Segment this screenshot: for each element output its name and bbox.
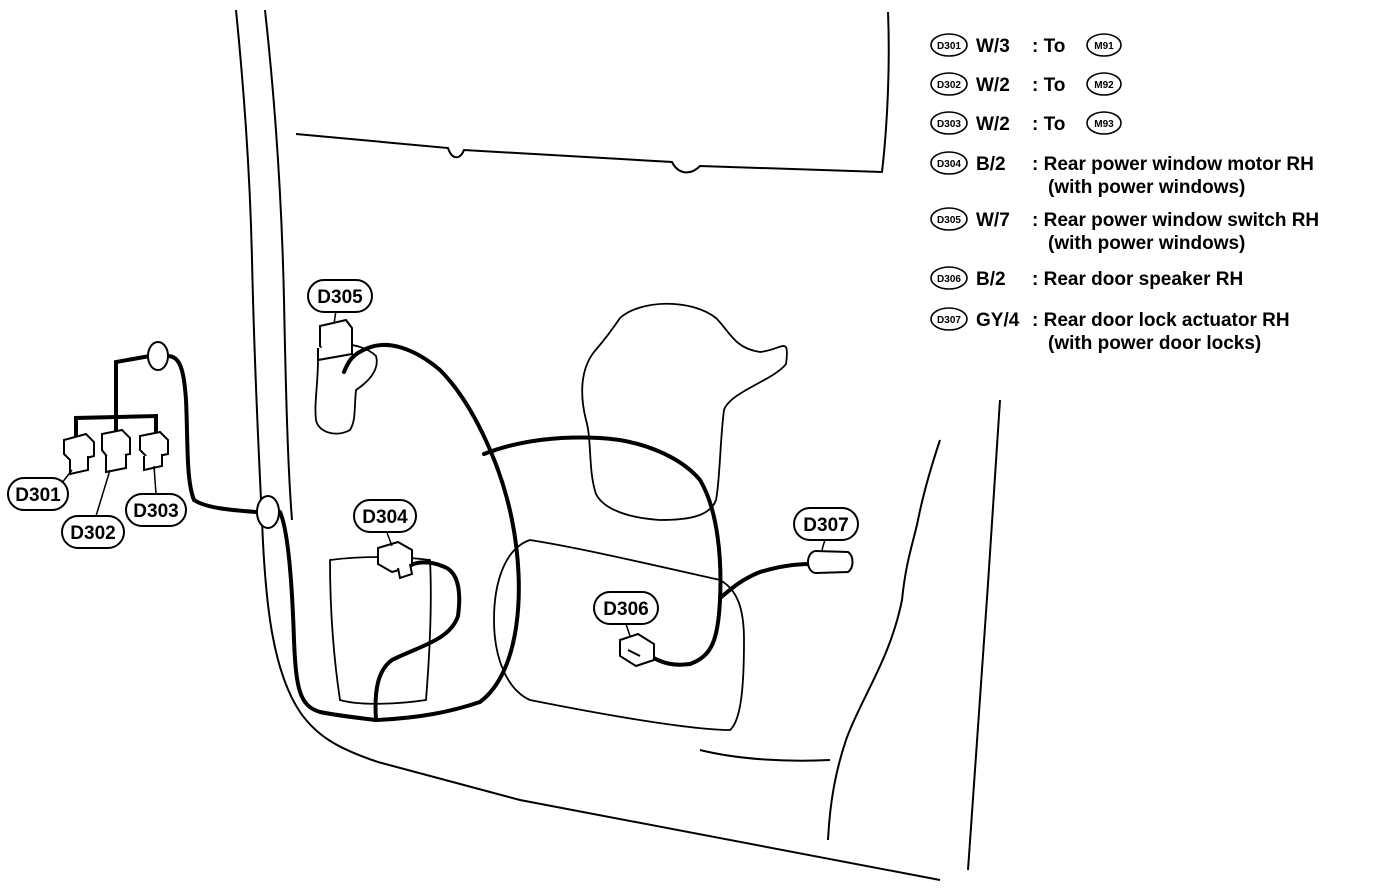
connector-d304[interactable] — [377, 540, 414, 580]
callout-d303-label: D303 — [133, 501, 178, 522]
legend-connector-badge: D305 — [930, 207, 968, 231]
wiring-harness — [74, 343, 812, 723]
legend-connector-label: D303 — [937, 119, 961, 130]
callout-d303: D303 — [125, 493, 187, 527]
callout-d301-label: D301 — [15, 485, 61, 506]
legend-connector-badge: D301 — [930, 33, 968, 57]
legend-ref-badge: M91 — [1086, 33, 1122, 57]
legend-row: D303 W/2 : To M93 — [930, 111, 1122, 135]
callout-d305: D305 — [307, 279, 373, 313]
callout-d304: D304 — [353, 499, 417, 533]
callout-d305-label: D305 — [317, 287, 363, 308]
connector-d301[interactable] — [63, 432, 95, 476]
legend-spec: W/2 — [976, 114, 1010, 135]
legend-connector-label: D306 — [937, 274, 961, 285]
legend-row: D306 B/2 : Rear door speaker RH — [930, 266, 1243, 290]
legend-description: : Rear door lock actuator RH — [1032, 310, 1290, 331]
callout-d302-label: D302 — [70, 523, 115, 544]
legend-connector-label: D304 — [937, 159, 961, 170]
legend-description: : To — [1032, 75, 1065, 96]
legend-spec: GY/4 — [976, 310, 1020, 331]
callout-d302: D302 — [61, 515, 125, 549]
callout-d304-label: D304 — [362, 507, 408, 528]
connector-d305[interactable] — [317, 318, 353, 362]
connector-d303[interactable] — [139, 430, 169, 472]
legend-connector-label: D307 — [937, 315, 961, 326]
legend-connector-badge: D302 — [930, 72, 968, 96]
legend-row: D302 W/2 : To M92 — [930, 72, 1122, 96]
callout-d306-label: D306 — [603, 599, 648, 620]
legend-description: : Rear door speaker RH — [1032, 269, 1243, 290]
legend-row: D301 W/3 : To M91 — [930, 33, 1122, 57]
legend-row: D305 W/7 : Rear power window switch RH(wit… — [930, 207, 1319, 254]
legend-connector-label: D302 — [937, 80, 961, 91]
legend-connector-badge: D307 — [930, 307, 968, 331]
connector-d302[interactable] — [101, 428, 131, 474]
connector-d306[interactable] — [619, 632, 655, 668]
grommet-upper — [147, 341, 169, 371]
legend-description: : Rear power window switch RH — [1032, 210, 1319, 231]
grommets — [147, 341, 280, 529]
legend-ref-badge: M92 — [1086, 72, 1122, 96]
grommet-lower — [256, 495, 280, 529]
legend-spec: B/2 — [976, 269, 1006, 290]
legend-row: D304 B/2 : Rear power window motor RH(with… — [930, 151, 1314, 198]
door-outline — [235, 9, 1001, 881]
legend-spec: W/7 — [976, 210, 1010, 231]
legend-spec: B/2 — [976, 154, 1006, 175]
legend-spec: W/2 — [976, 75, 1010, 96]
connector-d307[interactable] — [807, 550, 854, 574]
callout-d307: D307 — [793, 507, 859, 541]
legend-connector-badge: D304 — [930, 151, 968, 175]
legend-ref-label: M93 — [1094, 119, 1114, 130]
legend-connector-label: D301 — [937, 41, 961, 52]
callout-d301: D301 — [7, 477, 69, 511]
legend-connector-label: D305 — [937, 215, 961, 226]
legend-description: : To — [1032, 114, 1065, 135]
legend-spec: W/3 — [976, 36, 1010, 57]
legend-description: : Rear power window motor RH — [1032, 154, 1314, 175]
callout-d307-label: D307 — [803, 515, 848, 536]
legend-ref-label: M91 — [1094, 41, 1114, 52]
legend-description-note: (with power windows) — [1048, 177, 1245, 198]
legend-ref-label: M92 — [1094, 80, 1114, 91]
legend-description-note: (with power windows) — [1048, 233, 1245, 254]
legend-row: D307 GY/4 : Rear door lock actuator RH(wit… — [930, 307, 1290, 354]
legend-description: : To — [1032, 36, 1065, 57]
callout-d306: D306 — [593, 591, 659, 625]
legend-ref-badge: M93 — [1086, 111, 1122, 135]
legend-connector-badge: D303 — [930, 111, 968, 135]
legend-description-note: (with power door locks) — [1048, 333, 1261, 354]
legend-connector-badge: D306 — [930, 266, 968, 290]
